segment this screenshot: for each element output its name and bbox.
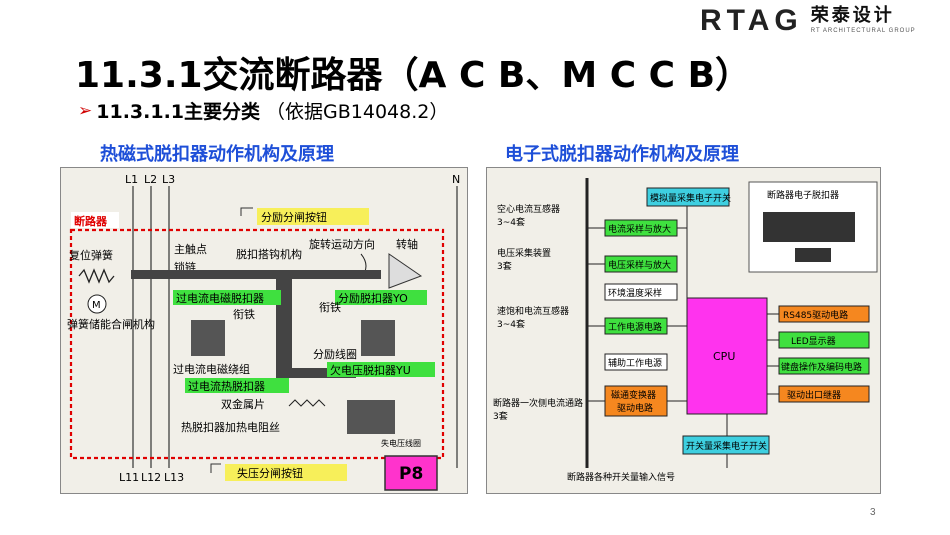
- right-panel-heading: 电子式脱扣器动作机构及原理: [505, 144, 739, 165]
- line-label-n: N: [452, 173, 460, 186]
- line-label-l2: L2: [144, 173, 157, 186]
- undervoltage-release-label-bg: [327, 362, 435, 377]
- flux-converter-label: 磁通变换器: [611, 389, 656, 401]
- led-label: LED显示器: [791, 336, 836, 347]
- page-badge-label: P8: [399, 464, 423, 484]
- overcurrent-magnetic-label: 过电流电磁脱扣器: [176, 291, 264, 305]
- voltage-sampling-label: 电压采样与放大: [608, 259, 671, 271]
- line-label-l12: L12: [141, 471, 161, 484]
- analog-switch-label: 模拟量采集电子开关: [650, 192, 731, 204]
- switch-inputs-label: 断路器各种开关量输入信号: [567, 471, 675, 483]
- trip-mechanism-label: 脱扣搭钩机构: [236, 247, 302, 261]
- saturation-ct-count: 3~4套: [497, 318, 525, 330]
- shunt-release-label: 分励脱扣器YO: [338, 291, 408, 305]
- switch-sampling-label: 开关量采集电子开关: [686, 440, 767, 452]
- subtitle-reference: （依据GB14048.2）: [266, 101, 449, 123]
- undervoltage-coil: [347, 400, 395, 434]
- aux-power-box: [604, 353, 668, 371]
- electronic-trip-diagram: 模拟量采集电子开关 断路器电子脱扣器 空心电流互感器 3~4套 电流采样与放大 …: [486, 167, 881, 494]
- shunt-button-label: 分励分闸按钮: [261, 210, 327, 224]
- line-label-l3: L3: [162, 173, 175, 186]
- saturation-ct-label: 速饱和电流互感器: [497, 305, 569, 317]
- flux-converter-box: [604, 385, 668, 417]
- trip-bar: [131, 270, 381, 279]
- switch-sampling-box: [682, 435, 770, 455]
- shaft-pivot-icon: [388, 253, 423, 289]
- motor-icon: [87, 294, 107, 314]
- shunt-button-icon: [240, 207, 253, 216]
- reset-spring-icon: [78, 268, 115, 284]
- left-panel-heading: 热磁式脱扣器动作机构及原理: [100, 144, 334, 165]
- page-number: 3: [870, 507, 876, 518]
- magnetic-coil-left: [191, 320, 225, 356]
- arrow-bullet-icon: ➢: [78, 100, 93, 121]
- output-driver-label: 驱动出口继器: [787, 389, 841, 401]
- undervoltage-button-label: 失压分闸按钮: [237, 466, 303, 480]
- voltage-device-label: 电压采集装置: [497, 247, 551, 259]
- logo-english-name: RT ARCHITECTURAL GROUP: [810, 28, 916, 34]
- release-display-icon: [763, 212, 855, 242]
- air-core-ct-count: 3~4套: [497, 216, 525, 228]
- line-label-l11: L11: [119, 471, 139, 484]
- armature-left-label: 衔铁: [233, 308, 255, 321]
- undervoltage-button-label-bg: [225, 464, 347, 481]
- electronic-release-label: 断路器电子脱扣器: [767, 189, 839, 201]
- current-sampling-label: 电流采样与放大: [608, 223, 671, 235]
- temperature-sampling-label: 环境温度采样: [608, 287, 662, 299]
- air-core-ct-label: 空心电流互感器: [497, 203, 560, 215]
- cpu-block: [686, 297, 768, 415]
- overcurrent-coil-label: 过电流电磁绕组: [173, 362, 250, 376]
- work-power-label: 工作电源电路: [608, 321, 662, 333]
- logo-chinese-name: 荣泰设计: [810, 5, 895, 26]
- rotation-direction-label: 旋转运动方向: [309, 237, 375, 251]
- primary-current-count: 3套: [493, 410, 508, 422]
- breaker-boundary: [69, 228, 445, 460]
- logo-text: 荣泰设计 RT ARCHITECTURAL GROUP: [810, 5, 916, 35]
- bimetal-label: 双金属片: [221, 397, 265, 411]
- trip-shaft: [276, 270, 292, 370]
- rs485-label: RS485驱动电路: [783, 309, 848, 321]
- slide-title: 11.3.1交流断路器（A C B、M C C B）: [75, 55, 752, 96]
- main-contact-label: 主触点: [174, 242, 207, 256]
- section-subtitle: ➢ 11.3.1.1主要分类 （依据GB14048.2）: [78, 97, 448, 124]
- bimetal-icon: [288, 399, 326, 407]
- line-label-l1: L1: [125, 173, 138, 186]
- line-label-l13: L13: [164, 471, 184, 484]
- breaker-label-bg: [71, 212, 119, 228]
- flux-driver-label: 驱动电路: [617, 402, 653, 414]
- shaft-label: 转轴: [396, 237, 418, 251]
- shunt-coil-label: 分励线圈: [313, 347, 357, 361]
- undervoltage-coil-label: 失电压线圈: [381, 438, 421, 448]
- company-logo: RTAG 荣泰设计 RT ARCHITECTURAL GROUP: [700, 4, 916, 38]
- keypad-label: 键盘操作及编码电路: [781, 361, 862, 373]
- undervoltage-button-icon: [210, 463, 221, 473]
- shunt-release-label-bg: [335, 290, 427, 305]
- shunt-coil-right: [361, 320, 395, 356]
- logo-mark: RTAG: [700, 4, 803, 37]
- overcurrent-magnetic-label-bg: [173, 290, 281, 305]
- primary-current-label: 断路器一次侧电流通路: [493, 397, 583, 409]
- phase-lines: [132, 186, 458, 468]
- thermal-magnetic-diagram: L1 L2 L3 N L11 L12 L13 断路器 分励分闸按钮 复位弹簧 主…: [60, 167, 468, 494]
- cpu-label: CPU: [713, 350, 735, 363]
- motor-label: M: [92, 300, 101, 311]
- analog-switch-box: [646, 187, 730, 207]
- signal-wires: [587, 206, 779, 468]
- aux-power-label: 辅助工作电源: [608, 357, 662, 369]
- page-badge: [384, 455, 438, 491]
- armature-right-label: 衔铁: [319, 301, 341, 314]
- spring-storage-label: 弹簧储能合闸机构: [67, 317, 155, 331]
- trip-arm: [276, 368, 356, 378]
- temperature-sampling-box: [604, 283, 678, 301]
- shunt-button-label-bg: [257, 208, 369, 225]
- undervoltage-release-label: 欠电压脱扣器YU: [330, 363, 411, 377]
- overcurrent-thermal-label: 过电流热脱扣器: [188, 379, 265, 393]
- reset-spring-label: 复位弹簧: [69, 248, 113, 262]
- voltage-device-count: 3套: [497, 260, 512, 272]
- overcurrent-thermal-label-bg: [185, 378, 289, 393]
- release-keypad-icon: [795, 248, 831, 262]
- subtitle-heading: 11.3.1.1主要分类: [96, 101, 261, 123]
- heating-resistor-label: 热脱扣器加热电阻丝: [181, 420, 280, 434]
- breaker-label: 断路器: [74, 214, 108, 228]
